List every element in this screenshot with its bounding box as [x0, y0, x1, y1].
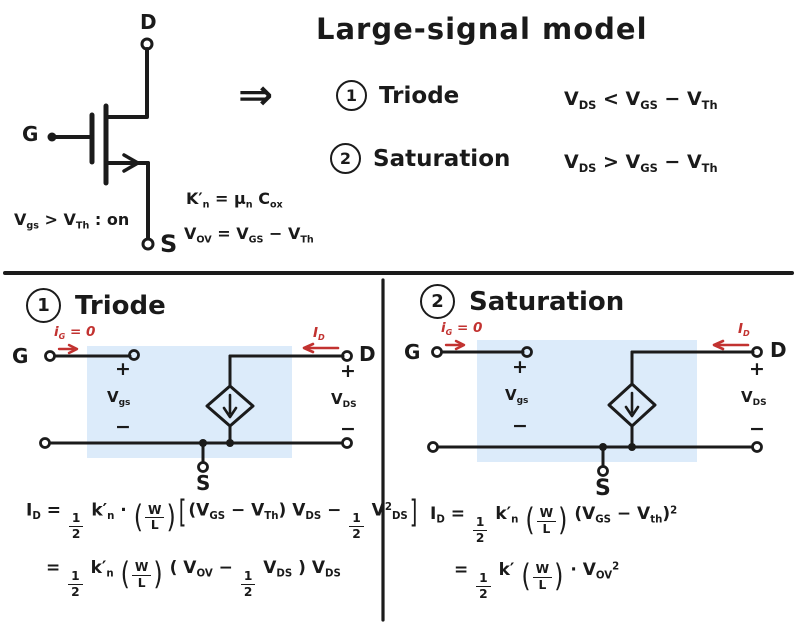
saturation-item-label: Saturation [373, 145, 511, 172]
saturation-gate-current-arrow [454, 339, 466, 351]
saturation-source-arrow-down [624, 405, 640, 418]
mosfet-drain-label: D [140, 10, 157, 34]
saturation-gate-label: G [404, 340, 421, 364]
saturation-vds-minus: − [749, 418, 765, 440]
saturation-panel-heading: 2 Saturation [420, 284, 624, 319]
saturation-drain-current-label: ID [738, 321, 750, 338]
mosfet-symbol [47, 37, 155, 251]
triode-heading-badge: 1 [26, 288, 61, 323]
saturation-circuit [427, 339, 763, 477]
implies-arrow: ⇒ [238, 70, 274, 119]
triode-source-arrow-down [222, 406, 238, 419]
triode-drain-terminal [341, 350, 353, 362]
saturation-source-label: S [595, 476, 611, 501]
triode-number-badge: 1 [336, 80, 367, 111]
triode-vgs-plus: + [115, 358, 131, 380]
triode-heading-label: Triode [75, 290, 166, 321]
triode-source-terminal [197, 461, 209, 473]
mosfet-source-terminal [141, 237, 155, 251]
triode-gate-label: G [12, 344, 29, 368]
on-condition-note: Vgs > VTh : on [14, 210, 130, 232]
saturation-number-badge: 2 [330, 143, 361, 174]
saturation-vds-plus: + [749, 358, 765, 380]
saturation-drain-terminal [751, 346, 763, 358]
triode-source-label: S [196, 471, 211, 495]
mosfet-source-arrow [122, 153, 140, 173]
triode-gate-terminal [44, 350, 56, 362]
triode-drain-current-arrow [302, 342, 315, 354]
kn-definition-note: K′n = μn Cox [186, 189, 283, 211]
page-title: Large-signal model [316, 12, 648, 46]
saturation-heading-label: Saturation [469, 286, 625, 317]
list-item-triode: 1 Triode [336, 80, 459, 111]
triode-drain-label: D [359, 342, 376, 366]
saturation-heading-badge: 2 [420, 284, 455, 319]
triode-item-label: Triode [379, 82, 460, 109]
triode-panel-heading: 1 Triode [26, 288, 166, 323]
saturation-vds-label: VDS [741, 388, 767, 409]
vov-definition-note: VOV = VGS − VTh [184, 224, 314, 246]
mosfet-gate-terminal-dot [47, 132, 57, 142]
triode-gate-current-label: iG = 0 [54, 324, 96, 341]
triode-gate-current-arrow [67, 343, 79, 355]
mosfet-gate-label: G [22, 122, 39, 146]
triode-vgs-minus: − [115, 416, 131, 438]
saturation-vgs-plus: + [512, 356, 528, 378]
triode-vds-minus: − [340, 418, 356, 440]
triode-shade-rect [87, 346, 292, 458]
saturation-shade-rect [477, 340, 697, 462]
saturation-vgs-label: Vgs [505, 386, 529, 407]
saturation-gate-terminal [431, 346, 443, 358]
saturation-vgs-minus: − [512, 415, 528, 437]
triode-vds-plus: + [340, 360, 356, 382]
triode-vgs-label: Vgs [107, 388, 131, 409]
triode-circuit [39, 342, 353, 473]
triode-condition: VDS < VGS − VTh [564, 88, 718, 112]
saturation-condition: VDS > VGS − VTh [564, 151, 718, 175]
triode-drain-current-label: ID [313, 325, 325, 342]
list-item-saturation: 2 Saturation [330, 143, 510, 174]
mosfet-source-label: S [160, 230, 178, 258]
triode-vds-label: VDS [331, 390, 357, 411]
saturation-drain-label: D [770, 338, 787, 362]
saturation-drain-current-arrow [712, 339, 725, 351]
saturation-gate-current-label: iG = 0 [441, 320, 483, 337]
saturation-source-terminal [597, 465, 609, 477]
